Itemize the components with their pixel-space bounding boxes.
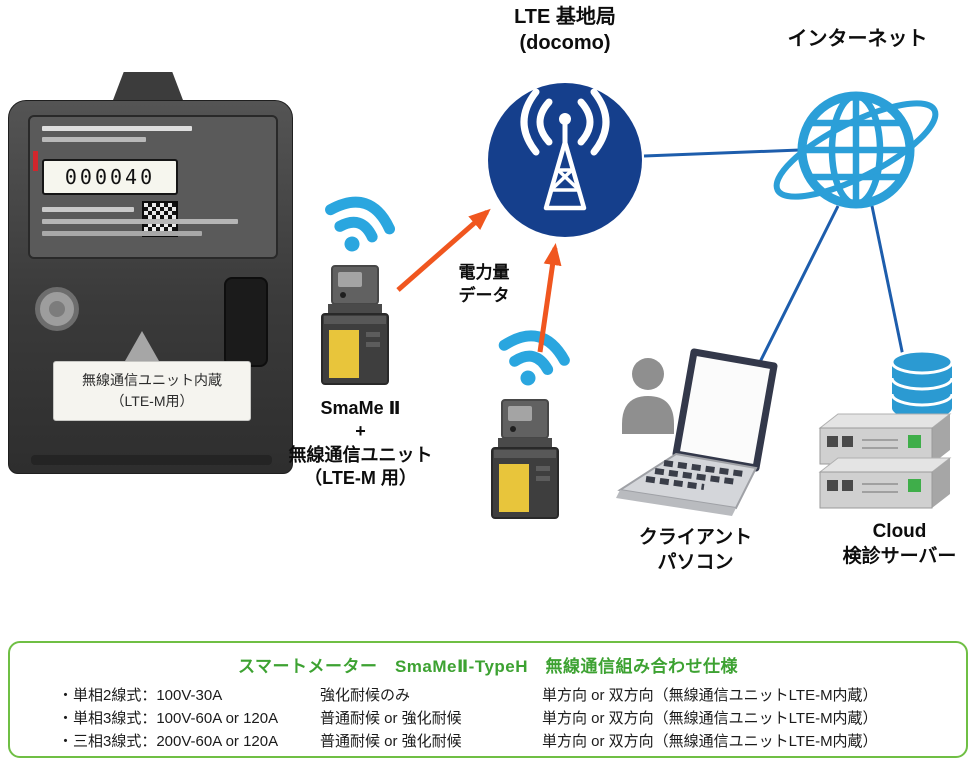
laptop-icon [616,348,778,516]
power-data-arrows [396,208,562,353]
lte-station-label: LTE 基地局 (docomo) [480,4,650,56]
client-pc-label: クライアント パソコン [638,527,753,573]
spec-type: ・単相3線式：100V-60A or 120A [58,710,279,727]
server-icon [818,413,952,509]
person-icon [622,358,674,434]
spec-weather: 普通耐候 or 強化耐候 [320,733,462,750]
spec-weather: 強化耐候のみ [320,687,411,704]
connector-station-internet-line [643,148,801,158]
meter-callout: 無線通信ユニット内蔵 （LTE-M用） [53,361,251,421]
laptop-keys [645,460,745,490]
spec-weather: 普通耐候 or 強化耐候 [320,710,462,727]
server-led-1 [908,435,921,448]
database-icon [890,349,954,419]
connector-internet-server-line [870,205,905,357]
meter-callout-line2: （LTE-M用） [110,393,194,409]
meter-label-strip [42,219,238,224]
spec-direction: 単方向 or 双方向（無線通信ユニットLTE-M内蔵） [542,687,878,704]
spec-box-title: スマートメーター SmaMeⅡ-TypeH 無線通信組み合わせ仕様 [237,657,739,676]
meter-display: 000040 [42,159,178,195]
meter-label-strip [42,137,146,142]
power-data-label: 電力量 データ [458,263,510,305]
spec-rows: ・単相2線式：100V-30A 強化耐候のみ 単方向 or 双方向（無線通信ユニ… [58,684,966,753]
spec-row: ・三相3線式：200V-60A or 120A 普通耐候 or 強化耐候 単方向… [58,730,966,753]
lte-station-label-line1: LTE 基地局 [514,6,616,28]
meter-label-strip [42,231,202,236]
spec-direction: 単方向 or 双方向（無線通信ユニットLTE-M内蔵） [542,710,878,727]
server-led-2 [908,479,921,492]
smame-unit-1-icon [321,265,389,385]
meter-callout-line1: 無線通信ユニット内蔵 [82,372,222,388]
meter-callout-arrow-icon [125,331,159,361]
meter-body: 000040 無線通信ユニット内蔵 （LTE-M用） [8,100,293,474]
spec-row: ・単相2線式：100V-30A 強化耐候のみ 単方向 or 双方向（無線通信ユニ… [58,684,966,707]
meter-seal [35,287,79,331]
cloud-server-label: Cloud 検診サーバー [842,521,957,567]
connector-internet-client-line [750,205,840,379]
internet-label: インターネット [787,28,928,50]
meter-faceplate: 000040 [28,115,278,259]
arrow-unit1-to-station [396,208,491,292]
spec-direction: 単方向 or 双方向（無線通信ユニットLTE-M内蔵） [542,733,878,750]
lte-station-label-line2: (docomo) [519,32,611,54]
meter-label-strip [42,207,134,212]
spec-type: ・三相3線式：200V-60A or 120A [58,733,279,750]
smart-meter-illustration: 000040 無線通信ユニット内蔵 （LTE-M用） [8,72,293,474]
wifi-icon-1 [325,196,396,252]
arrow-unit2-to-station [537,243,562,353]
meter-red-tab [33,151,38,171]
network-connectors [643,148,905,379]
meter-display-value: 000040 [64,165,156,189]
meter-base-strip [31,455,272,465]
wifi-icon-2 [498,330,570,386]
smame-unit-2-icon [491,399,559,519]
antenna-tower-icon [520,88,610,211]
spec-type: ・単相2線式：100V-30A [58,687,223,704]
meter-label-strip [42,126,192,131]
lte-base-station-icon [488,83,642,237]
smame-unit-label: SmaMe Ⅱ + 無線通信ユニット （LTE-M 用） [288,398,433,489]
spec-row: ・単相3線式：100V-60A or 120A 普通耐候 or 強化耐候 単方向… [58,707,966,730]
spec-box: スマートメーター SmaMeⅡ-TypeH 無線通信組み合わせ仕様 ・単相2線式… [8,641,968,758]
orbit-ring [773,100,939,200]
internet-globe-icon [773,91,939,209]
lte-circle [488,83,642,237]
meter-terminal-cover [224,277,268,367]
